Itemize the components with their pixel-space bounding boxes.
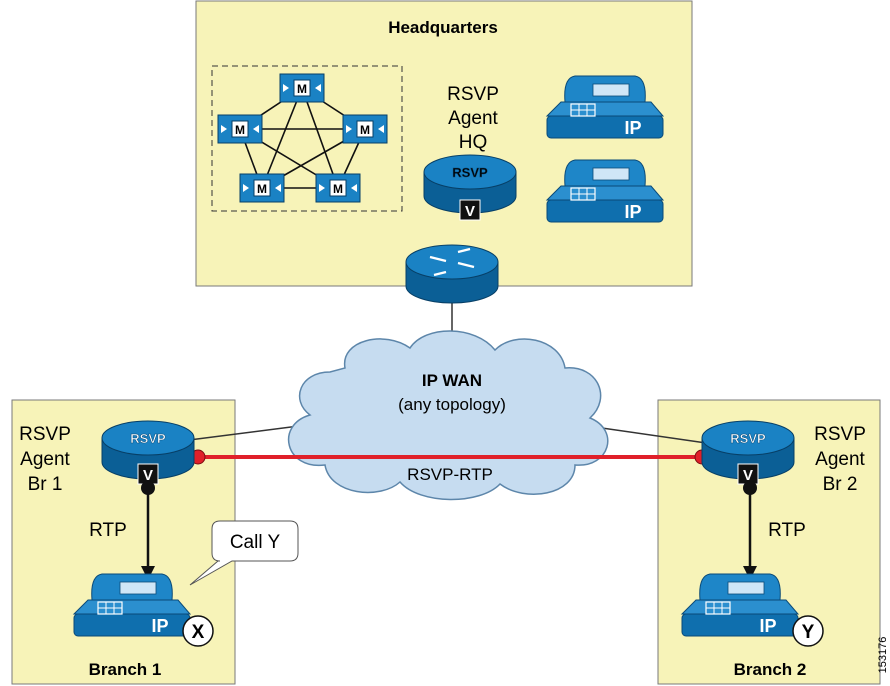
svg-text:V: V [465,203,475,220]
callmanager-server-icon: M [217,114,263,144]
wan-title: IP WAN [422,371,482,390]
br2-rtp-arrowhead [743,566,757,580]
endpoint-x-badge [182,615,214,647]
br2-rtp-source-dot [743,481,757,495]
svg-text:V: V [743,467,753,484]
callmanager-server-icon: M [239,173,285,203]
br1-rtp-arrowhead [141,566,155,580]
endpoint-y-badge [792,615,824,647]
hq-ip-phone-icon: IP [546,75,664,139]
br2-agent-label-line3: Br 2 [823,474,858,495]
callmanager-server-icon: M [315,173,361,203]
hq-agent-label-line2: Agent [448,108,498,129]
callmanager-server-icon: M [342,114,388,144]
wan-subtitle: (any topology) [398,395,506,414]
br2-agent-label-line1: RSVP [814,424,866,445]
hq-ip-phone-icon: IP [546,159,664,223]
br1-ip-phone-icon: IP [73,573,191,637]
hq-agent-label-line1: RSVP [447,84,499,105]
svg-text:RSVP: RSVP [452,165,488,180]
svg-text:V: V [143,467,153,484]
hq-wan-router-icon [405,244,499,304]
br1-rsvp-router-icon: RSVP V [101,420,195,485]
br2-ip-phone-icon: IP [681,573,799,637]
figure-id: 153176 [877,637,889,674]
br2-agent-label-line2: Agent [815,449,865,470]
svg-text:IP: IP [624,118,641,138]
svg-text:IP: IP [759,616,776,636]
svg-text:RSVP: RSVP [730,431,766,446]
br1-agent-label-line3: Br 1 [28,474,63,495]
svg-text:RSVP: RSVP [130,431,166,446]
svg-text:IP: IP [151,616,168,636]
br2-rtp-label: RTP [768,520,806,541]
br2-rsvp-router-icon: RSVP V [701,420,795,485]
rsvp-rtp-label: RSVP-RTP [407,465,493,484]
branch2-title: Branch 2 [734,660,807,679]
hq-title: Headquarters [388,18,498,37]
callmanager-cluster-box [211,65,403,212]
callmanager-server-icon: M [279,73,325,103]
br1-rtp-source-dot [141,481,155,495]
call-y-text: Call Y [230,532,281,553]
branch1-title: Branch 1 [89,660,162,679]
endpoint-x-text: X [192,622,205,643]
svg-text:M: M [333,182,343,196]
call-y-callout [189,520,299,586]
br1-agent-label-line1: RSVP [19,424,71,445]
svg-text:M: M [297,82,307,96]
svg-text:IP: IP [624,202,641,222]
svg-text:M: M [257,182,267,196]
hq-rsvp-router-icon: RSVP V [423,154,517,221]
svg-text:M: M [360,123,370,137]
br1-rtp-label: RTP [89,520,127,541]
br1-agent-label-line2: Agent [20,449,70,470]
hq-agent-label-line3: HQ [459,132,488,153]
headquarters-site [195,0,693,287]
svg-text:M: M [235,123,245,137]
endpoint-y-text: Y [802,622,815,643]
